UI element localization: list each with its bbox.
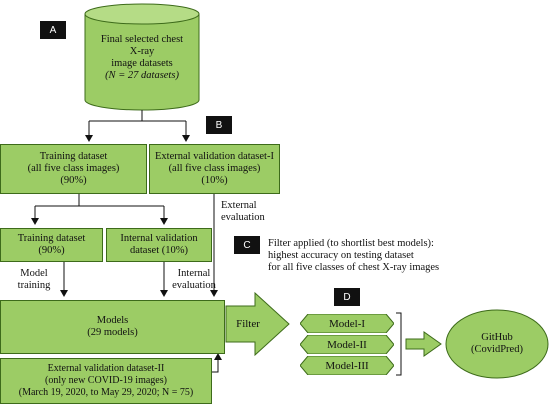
filter-arrow-label: Filter — [236, 318, 260, 330]
best-model-2: Model-II — [300, 335, 394, 354]
best-model-3-label: Model-III — [325, 359, 369, 372]
github-line-2: (CovidPred) — [471, 344, 523, 355]
filter-note-line-2: highest accuracy on testing dataset — [268, 250, 414, 261]
label-d: D — [334, 288, 360, 306]
source-dataset-cylinder — [84, 3, 200, 111]
filter-note-line-1: Filter applied (to shortlist best models… — [268, 238, 434, 249]
external1-line-2: (all five class images) — [168, 163, 261, 174]
training-line-3: (90%) — [60, 175, 87, 186]
models-line-2: (29 models) — [87, 327, 138, 338]
internal-eval-line-1: Internal — [177, 268, 211, 279]
training-sub-line-1: Training dataset — [17, 233, 86, 244]
models-box: Models (29 models) — [0, 300, 225, 354]
external-eval-line-1: External — [221, 200, 257, 211]
model-training-label: Model training — [10, 268, 58, 292]
best-model-3: Model-III — [300, 356, 394, 375]
internal-line-1: Internal validation — [120, 233, 198, 244]
hexagon-shape — [300, 356, 394, 375]
label-b: B — [206, 116, 232, 134]
training-line-1: Training dataset — [39, 151, 108, 162]
model-training-line-2: training — [17, 280, 51, 291]
source-dataset-text: Final selected chest X-ray image dataset… — [87, 34, 197, 82]
training-sub-line-2: (90%) — [38, 245, 65, 256]
internal-validation-box: Internal validation dataset (10%) — [106, 228, 212, 262]
filter-note-line-3: for all five classes of chest X-ray imag… — [268, 262, 440, 273]
external-validation-i-box: External validation dataset-I (all five … — [149, 144, 280, 194]
source-line-4: (N = 27 datasets) — [105, 70, 179, 81]
split-connector-training — [31, 194, 168, 225]
hexagon-shape — [300, 314, 394, 333]
model-training-line-1: Model — [20, 268, 48, 279]
source-line-1: Final selected chest — [100, 34, 184, 45]
best-model-1-label: Model-I — [328, 317, 366, 330]
best-models-bracket — [396, 312, 402, 376]
filter-arrow-shape — [225, 291, 290, 357]
label-a: A — [40, 21, 66, 39]
source-line-3: image datasets — [111, 58, 173, 69]
hexagon-shape — [300, 335, 394, 354]
source-line-2: X-ray — [129, 46, 155, 57]
split-connector-top — [85, 110, 190, 142]
arrow-to-github — [405, 331, 442, 357]
external-eval-line-2: evaluation — [221, 212, 265, 223]
models-line-1: Models — [96, 315, 129, 326]
label-c: C — [234, 236, 260, 254]
github-line-1: GitHub — [481, 332, 513, 343]
training-sub-box: Training dataset (90%) — [0, 228, 103, 262]
external-validation-ii-box: External validation dataset-II (only new… — [0, 358, 212, 404]
external1-line-3: (10%) — [201, 175, 228, 186]
training-dataset-box: Training dataset (all five class images)… — [0, 144, 147, 194]
best-model-1: Model-I — [300, 314, 394, 333]
external-evaluation-label: External evaluation — [221, 200, 265, 224]
github-text: GitHub (CovidPred) — [446, 332, 548, 356]
github-ellipse — [445, 309, 549, 379]
external2-line-1: External validation dataset-II — [47, 363, 165, 374]
training-line-2: (all five class images) — [27, 163, 120, 174]
arrow-external-validation-ii — [212, 353, 222, 373]
internal-eval-line-2: evaluation — [172, 280, 216, 291]
external2-line-3: (March 19, 2020, to May 29, 2020; N = 75… — [18, 387, 194, 398]
filter-criteria-note: Filter applied (to shortlist best models… — [268, 238, 548, 274]
internal-evaluation-label: Internal evaluation — [168, 268, 220, 292]
external2-line-2: (only new COVID-19 images) — [45, 375, 167, 386]
internal-line-2: dataset (10%) — [129, 245, 188, 256]
best-model-2-label: Model-II — [327, 338, 367, 351]
external1-line-1: External validation dataset-I — [155, 151, 274, 162]
